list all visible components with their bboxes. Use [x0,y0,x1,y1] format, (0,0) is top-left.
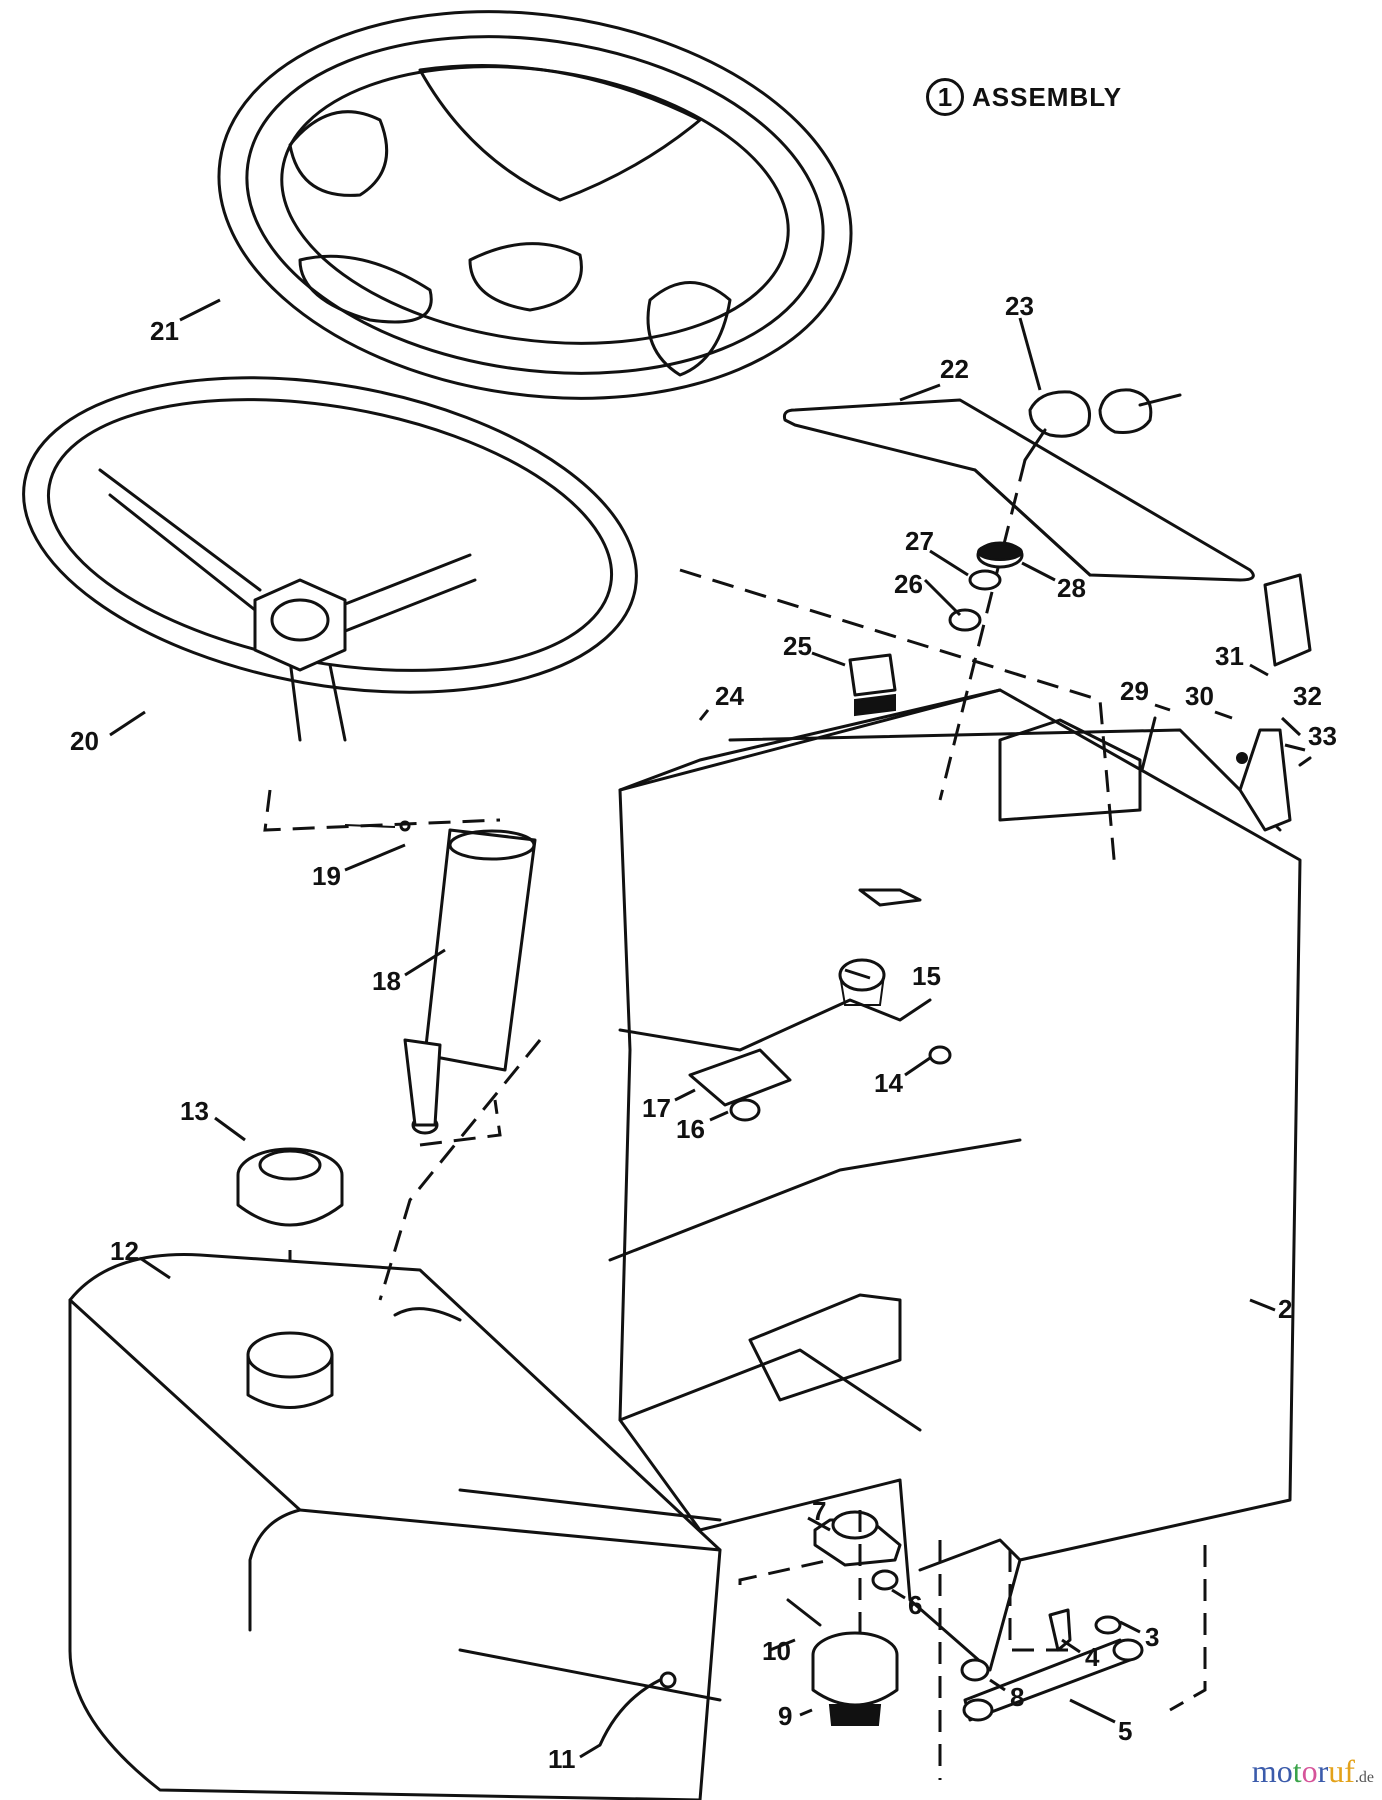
watermark-letter: t [1292,1753,1302,1789]
fuel-line-clamp-11 [598,1671,677,1747]
callout-5: 5 [1118,1716,1132,1746]
callout-3: 3 [1145,1622,1159,1652]
callout-24: 24 [715,681,744,711]
callout-30: 30 [1185,681,1214,711]
callout-31: 31 [1215,641,1244,671]
watermark-letter: o [1276,1753,1293,1789]
callout-29: 29 [1120,676,1149,706]
fuel-tank-12 [68,1253,722,1800]
callout-18: 18 [372,966,401,996]
callout-27: 27 [905,526,934,556]
rocker-switch-25 [848,653,897,717]
throttle-assembly [1140,573,1312,832]
callout-28: 28 [1057,573,1086,603]
ignition-keys-23 [938,388,1182,801]
callout-4: 4 [1085,1642,1100,1672]
callout-8: 8 [1010,1682,1024,1712]
nut-stack [948,541,1024,632]
dashed-guide [679,568,1117,871]
watermark-letter: m [1251,1753,1277,1789]
steering-wheel-20 [22,376,638,832]
callout-11: 11 [548,1744,576,1774]
callout-9: 9 [778,1701,792,1731]
steering-wheel-21 [217,10,853,400]
callout-6: 6 [908,1590,922,1620]
dash-console-housing-2 [608,688,1302,1672]
hardware-lower-right [938,1540,1207,1780]
watermark-letter: o [1301,1753,1318,1789]
callout-19: 19 [312,861,341,891]
callout-32: 32 [1293,681,1322,711]
callout-12: 12 [110,1236,139,1266]
callout-14: 14 [874,1068,903,1098]
callout-26: 26 [894,569,923,599]
dashed-guide [378,1039,542,1301]
dashed-guide [738,1558,831,1585]
assembly-label: 1 ASSEMBLY [926,78,1122,116]
watermark-logo: motoruf.de [1252,1753,1374,1790]
ignition-switch-9 [786,1510,899,1726]
steering-shaft-18 [344,820,537,1147]
watermark-letter: u [1328,1753,1345,1789]
callout-21: 21 [150,316,179,346]
watermark-tld: .de [1354,1769,1374,1786]
callout-10: 10 [762,1636,791,1666]
watermark-letter: f [1344,1753,1355,1789]
callout-13: 13 [180,1096,209,1126]
leader-lines [109,298,1306,1759]
callout-20: 20 [70,726,99,756]
fuel-cap-13 [236,1147,344,1335]
callout-7: 7 [812,1496,826,1526]
switch-7 [813,1510,902,1591]
decal-22 [783,398,1255,582]
callout-25: 25 [783,631,812,661]
callout-numbers: 2 3 4 5 6 7 8 9 10 11 12 13 14 15 16 17 … [70,291,1337,1774]
callout-33: 33 [1308,721,1337,751]
callout-2: 2 [1278,1294,1292,1324]
callout-17: 17 [642,1093,671,1123]
callout-23: 23 [1005,291,1034,321]
assembly-title: ASSEMBLY [972,81,1123,112]
callout-15: 15 [912,961,941,991]
callout-22: 22 [940,354,969,384]
callout-16: 16 [676,1114,705,1144]
assembly-number-badge: 1 [926,78,964,116]
watermark-letter: r [1317,1753,1329,1789]
small-parts-mid [688,958,952,1122]
